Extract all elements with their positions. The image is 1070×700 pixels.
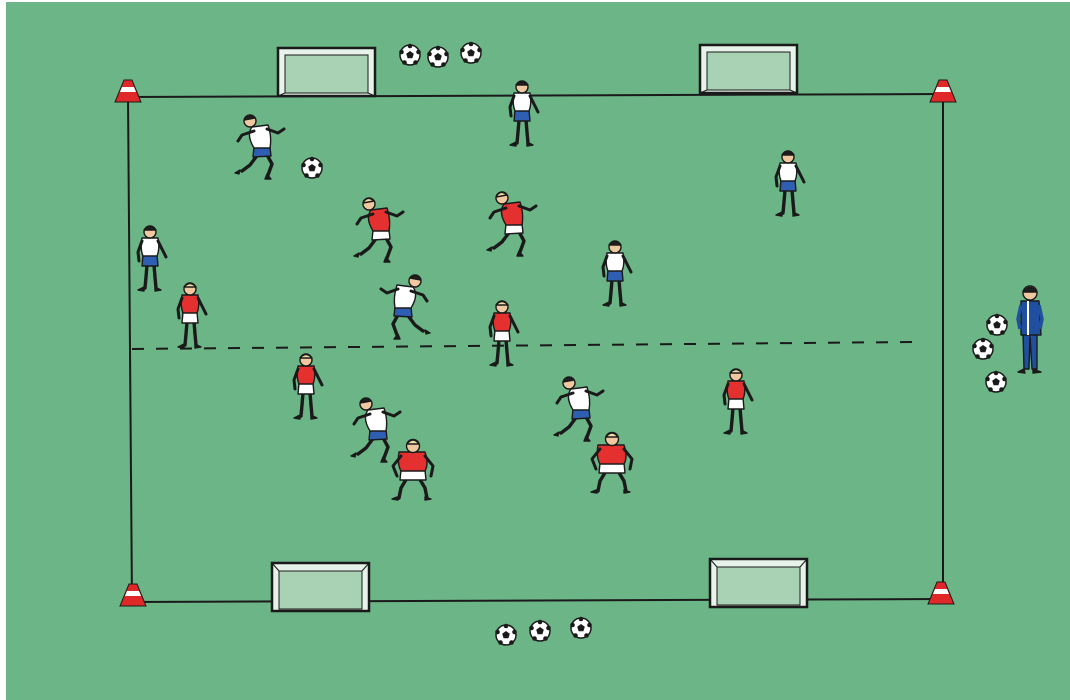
grass-background: [6, 2, 1070, 700]
goal-top-right: [700, 45, 797, 93]
goal-bottom-left: [272, 563, 369, 611]
goal-bottom-right: [710, 559, 807, 607]
goal-top-left: [278, 48, 375, 96]
